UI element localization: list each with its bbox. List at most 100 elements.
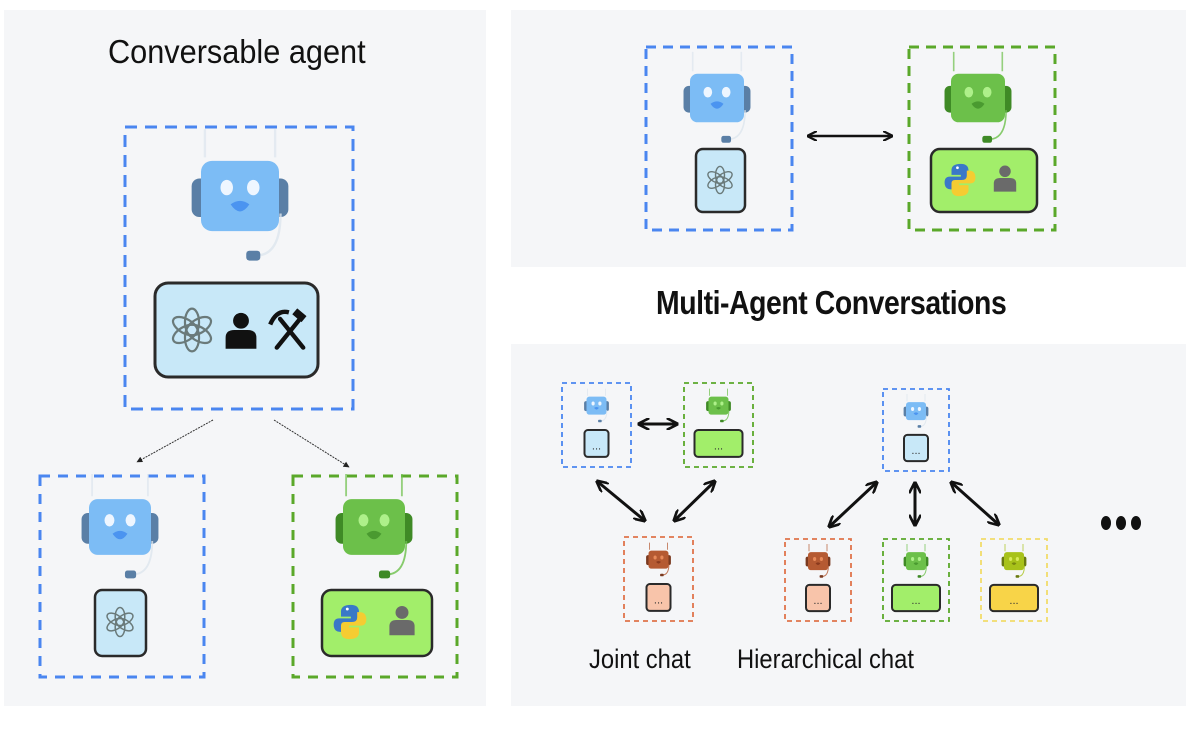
human-icon (225, 312, 257, 349)
hier-manager-agent-box (882, 388, 950, 472)
right-eye (917, 557, 922, 561)
openai-icon (106, 606, 134, 638)
right-eye (125, 514, 136, 527)
left-eye (358, 514, 369, 527)
mic (917, 425, 922, 428)
robot-mouth (366, 530, 382, 540)
robot-head (648, 550, 669, 569)
right-eye (598, 401, 602, 406)
robot-head (1004, 552, 1024, 571)
hier-yellow-agent-card (989, 583, 1039, 613)
joint-green-agent-robot (706, 388, 731, 423)
hier-manager-agent-card (903, 433, 929, 463)
antenna (691, 51, 743, 72)
mic (917, 575, 922, 578)
python-blue-snake (944, 163, 969, 190)
multi-agent-title: Multi-Agent Conversations (656, 284, 1007, 321)
mic (598, 419, 602, 423)
main-agent-box (123, 125, 355, 411)
robot-mouth (716, 406, 721, 410)
right-eye (819, 557, 824, 561)
joint-chat-label: Joint chat (589, 644, 691, 674)
joint-orange-agent-box (623, 536, 694, 622)
openai-icon (171, 307, 213, 353)
joint-orange-agent-card-text: ... (654, 594, 663, 606)
human-head (395, 605, 409, 619)
tools-icon (268, 308, 307, 350)
robot-head (906, 402, 926, 421)
joint-green-agent-box (683, 382, 754, 468)
more-dot (1101, 516, 1111, 530)
human-body (225, 330, 257, 349)
hier-green-agent-box (882, 538, 950, 622)
hier-manager-agent-robot (903, 394, 929, 428)
antenna (203, 129, 277, 158)
robot-mouth (971, 101, 985, 109)
mic (1015, 575, 1020, 578)
left-eye (911, 407, 915, 411)
mic (721, 135, 732, 143)
left-eye (813, 557, 817, 561)
two-agent-blue-robot (683, 51, 751, 143)
left-eye (703, 86, 713, 98)
antenna (1004, 544, 1024, 552)
joint-orange-agent-card (645, 583, 672, 612)
joint-orange-agent-robot (646, 542, 671, 577)
joint-blue-agent-robot (584, 388, 609, 423)
pick-head (268, 309, 290, 326)
right-eye (379, 514, 390, 527)
mic (720, 419, 724, 423)
robot-head (906, 552, 926, 571)
hier-orange-agent-card-text: ... (813, 595, 822, 607)
two-agent-green-box (907, 45, 1057, 232)
hier-manager-agent-card-text: ... (911, 445, 920, 457)
robot-mouth (913, 412, 919, 416)
two-agent-blue-card (694, 147, 747, 214)
openai-icon (707, 165, 733, 195)
antenna (808, 544, 828, 552)
more-dot (1116, 516, 1126, 530)
more-dot (1131, 516, 1141, 530)
hierarchical-chat-label: Hierarchical chat (737, 644, 914, 674)
left-eye (104, 514, 115, 527)
right-eye (1015, 557, 1020, 561)
antenna (709, 388, 728, 396)
mic (982, 135, 993, 143)
robot-mouth (112, 530, 128, 540)
robot-mouth (815, 562, 821, 566)
hier-orange-agent-robot (805, 544, 831, 578)
right-eye (660, 555, 664, 560)
right-eye (917, 407, 922, 411)
right-eye (982, 86, 992, 98)
hier-yellow-agent-robot (1001, 544, 1027, 578)
joint-arrow-left (598, 482, 644, 520)
human-icon (389, 605, 415, 636)
hier-yellow-agent-box (980, 538, 1048, 622)
hammer-handle (274, 316, 303, 350)
python-eye (345, 607, 349, 611)
python-eye (956, 166, 959, 170)
hier-orange-agent-box (784, 538, 852, 622)
python-icon (333, 604, 367, 640)
hier-orange-agent-card (805, 583, 831, 613)
human-head (233, 312, 249, 329)
left-eye (964, 86, 974, 98)
pick-handle (277, 316, 306, 350)
child-blue-agent-box (38, 474, 206, 679)
joint-blue-agent-card (583, 429, 610, 458)
hier-arrow-right (952, 483, 998, 524)
robot-head (951, 73, 1005, 123)
hier-yellow-agent-card-text: ... (1009, 595, 1018, 607)
antenna (952, 51, 1004, 72)
two-agent-green-robot (944, 51, 1012, 143)
child-green-agent-box (291, 474, 459, 679)
mic (378, 570, 391, 579)
python-icon (944, 163, 976, 197)
openai-petal (106, 612, 125, 627)
hier-green-agent-robot (903, 544, 929, 578)
human-body (389, 620, 415, 636)
antenna (91, 473, 149, 497)
robot-head (201, 160, 279, 232)
child-green-robot (335, 473, 413, 579)
joint-arrow-right (675, 482, 714, 520)
